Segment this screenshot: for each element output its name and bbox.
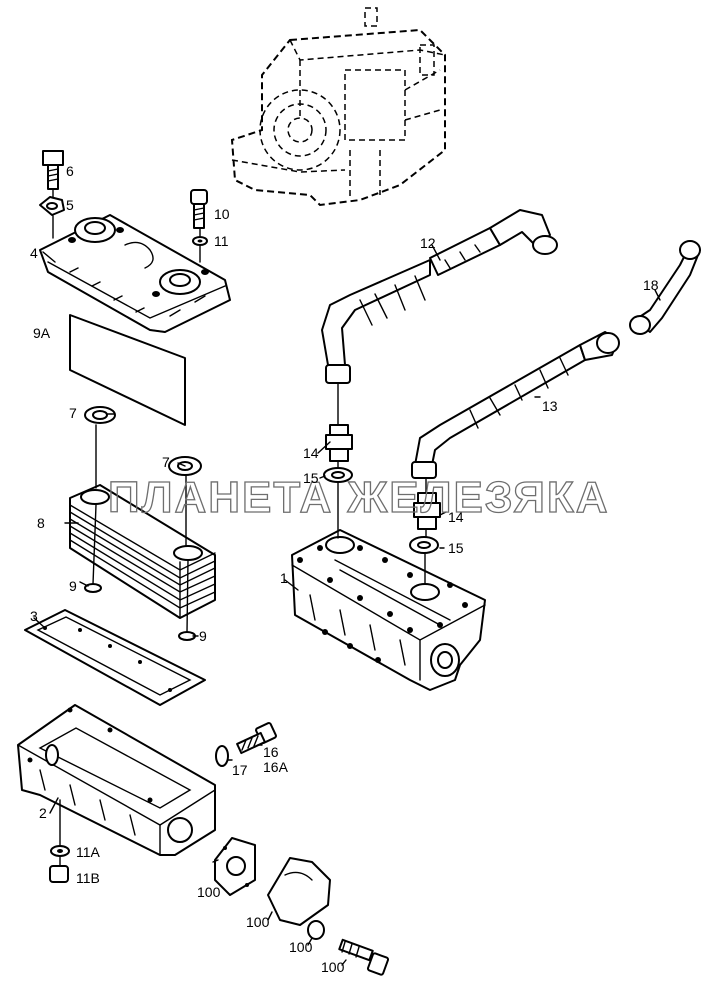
seal-ring-7-right — [168, 456, 202, 476]
callout-14-left: 14 — [303, 445, 319, 461]
callout-100-elbow: 100 — [246, 914, 270, 930]
callout-16: 16 — [263, 744, 279, 760]
cooler-core-8 — [69, 484, 216, 619]
callout-14-right: 14 — [448, 509, 464, 525]
leader-lines — [33, 244, 661, 966]
callout-7-left: 7 — [69, 405, 77, 421]
callout-11: 11 — [214, 233, 229, 249]
engine-outline — [230, 7, 446, 207]
hose-13 — [411, 331, 620, 479]
fitting-14-left — [325, 424, 353, 462]
callout-7-right: 7 — [162, 454, 170, 470]
bolt-6 — [42, 150, 64, 190]
callout-2: 2 — [39, 805, 47, 821]
washer-11 — [192, 236, 208, 246]
pipe-18 — [629, 240, 701, 335]
callout-10: 10 — [214, 206, 230, 222]
callout-5: 5 — [66, 197, 74, 213]
callout-15-left: 15 — [303, 470, 319, 486]
flange-plate-100 — [214, 837, 256, 896]
washer-17 — [215, 745, 229, 767]
hose-12 — [321, 209, 558, 384]
elbow-100 — [267, 857, 331, 926]
callout-11a: 11A — [76, 844, 101, 860]
callout-6: 6 — [66, 163, 74, 179]
watermark: ПЛАНЕТА ЖЕЛЕЗЯКА — [108, 473, 610, 522]
washer-15-right — [409, 536, 439, 554]
fitting-14-right — [413, 492, 441, 530]
washer-100 — [307, 920, 325, 940]
washer-5 — [39, 196, 65, 216]
callout-9-right: 9 — [199, 628, 207, 644]
housing-2 — [17, 704, 216, 856]
callout-16a: 16A — [263, 759, 289, 775]
callout-8: 8 — [37, 515, 45, 531]
callout-12: 12 — [420, 235, 436, 251]
cooler-cover-4 — [39, 214, 231, 333]
gasket-3 — [24, 609, 206, 706]
cooler-housing-1 — [291, 529, 486, 691]
callout-18: 18 — [643, 277, 659, 293]
washer-11a — [50, 845, 70, 857]
bolt-100 — [338, 938, 390, 976]
callout-1: 1 — [280, 570, 288, 586]
callout-13: 13 — [542, 398, 558, 414]
bolt-10 — [190, 189, 208, 229]
plug-11b — [49, 865, 69, 883]
callout-100-bolt: 100 — [321, 959, 345, 975]
callout-15-right: 15 — [448, 540, 464, 556]
bolt-16 — [236, 722, 277, 755]
callout-17: 17 — [232, 762, 248, 778]
seal-ring-7-left — [84, 406, 116, 424]
alignment-lines — [52, 188, 427, 867]
callout-9a: 9A — [33, 325, 51, 341]
callout-4: 4 — [30, 245, 38, 261]
gasket-9a — [69, 314, 186, 426]
callout-labels: 6 5 10 11 4 9A 7 7 8 9 9 3 2 11A 11B 12 … — [30, 163, 659, 975]
callout-11b: 11B — [76, 870, 100, 886]
callout-3: 3 — [30, 608, 38, 624]
callout-100-washer: 100 — [289, 939, 313, 955]
callout-100-plate: 100 — [197, 884, 221, 900]
callout-9-left: 9 — [69, 578, 77, 594]
